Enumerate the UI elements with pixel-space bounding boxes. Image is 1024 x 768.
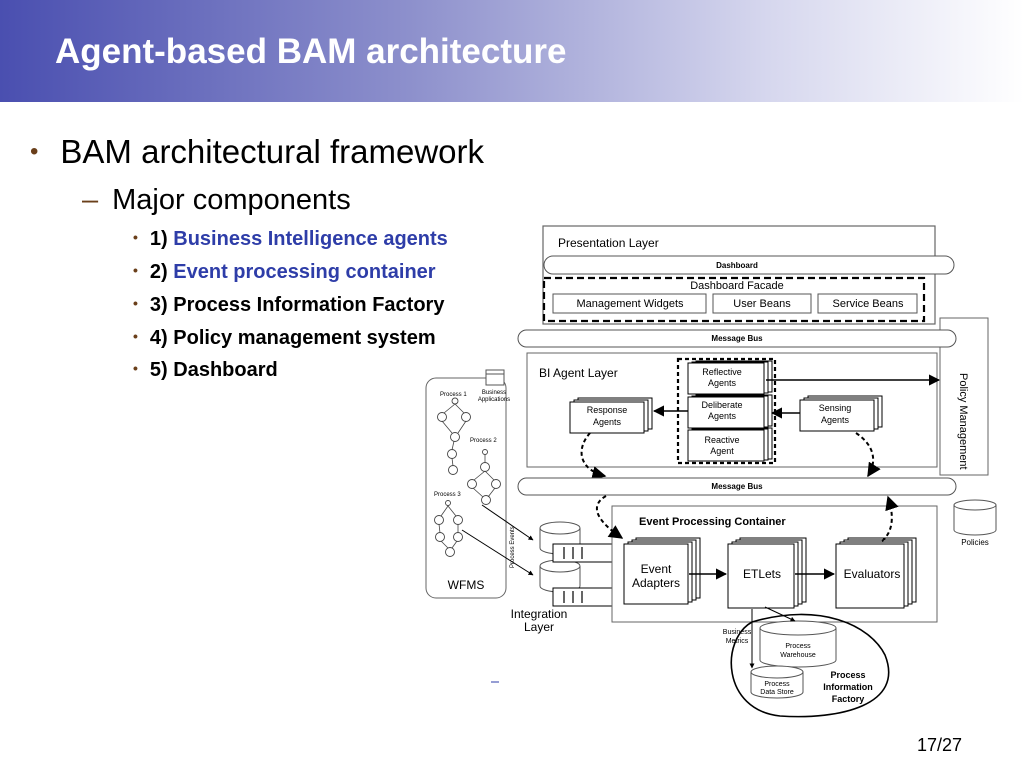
component-label: Business Intelligence agents — [173, 228, 448, 250]
component-item-2: • 2) Event processing container — [133, 261, 436, 284]
dashboard-facade-label: Dashboard Facade — [690, 280, 784, 292]
bullet-dot-icon: • — [30, 138, 39, 165]
bullet-dot-icon: • — [133, 295, 138, 311]
integration-layer-label-1: Integration — [511, 607, 568, 621]
bullet-dot-icon: • — [133, 328, 138, 344]
deliberate-agents-label-2: Agents — [708, 411, 737, 421]
reflective-agents-label-1: Reflective — [702, 367, 742, 377]
pif-label-1: Process — [830, 670, 865, 680]
bullet-dot-icon: • — [133, 262, 138, 278]
etlets-box: ETLets — [727, 537, 807, 609]
business-applications-label-1: Business — [482, 390, 506, 396]
response-agents-label-2: Agents — [593, 417, 622, 427]
page-number: 17/27 — [917, 735, 963, 755]
process-warehouse-label-1: Process — [785, 643, 811, 650]
bullet-dot-icon: • — [133, 360, 138, 376]
bullet-dash-icon: – — [82, 184, 99, 216]
presentation-layer-label: Presentation Layer — [558, 236, 659, 250]
reflective-agents-box: Reflective Agents — [687, 360, 773, 395]
deliberate-agents-box: Deliberate Agents — [687, 394, 773, 429]
business-applications-label-2: Applications — [478, 397, 510, 403]
sensing-agents-label-2: Agents — [821, 415, 850, 425]
component-item-1: • 1) Business Intelligence agents — [133, 228, 448, 251]
bullet-level2: –Major components — [82, 184, 351, 217]
presentation-layer: Presentation Layer Dashboard Dashboard F… — [542, 225, 955, 325]
component-number: 1) — [149, 228, 168, 250]
process-warehouse-label-2: Warehouse — [780, 652, 816, 659]
bullet-dot-icon: • — [133, 229, 138, 245]
process-3-label: Process 3 — [434, 492, 461, 498]
component-item-4: • 4) Policy management system — [133, 327, 436, 350]
event-adapters-label-1: Event — [641, 562, 672, 576]
sensing-agents-box: Sensing Agents — [799, 395, 883, 432]
process-events-label: Process Events — [510, 526, 516, 568]
pif-label-3: Factory — [832, 694, 865, 704]
business-metrics-label-2: Metrics — [726, 638, 749, 645]
event-adapters-label-2: Adapters — [632, 576, 680, 590]
message-bus-top-label: Message Bus — [711, 334, 763, 343]
response-agents-label-1: Response — [587, 405, 628, 415]
bullet-level1-text: BAM architectural framework — [60, 133, 485, 170]
policies-label: Policies — [961, 538, 989, 547]
component-label: Policy management system — [173, 327, 436, 349]
business-metrics-label-1: Business — [723, 629, 752, 636]
message-bus-top: Message Bus — [517, 329, 957, 348]
user-beans-label: User Beans — [733, 298, 791, 310]
event-processing-container: Event Processing Container Event Adapter… — [596, 495, 938, 623]
title-bar — [0, 0, 1024, 102]
process-data-store-label-2: Data Store — [760, 689, 794, 696]
reflective-agents-label-2: Agents — [708, 378, 737, 388]
component-label: Dashboard — [173, 359, 278, 381]
component-number: 5) — [149, 359, 168, 381]
integration-layer-label-2: Layer — [524, 620, 554, 634]
deliberate-agents-label-1: Deliberate — [701, 400, 742, 410]
process-1-label: Process 1 — [440, 392, 467, 398]
message-bus-bottom: Message Bus — [517, 477, 957, 496]
wfms-panel: Process 1 Business Applications — [425, 369, 534, 599]
management-widgets-label: Management Widgets — [577, 298, 684, 310]
component-number: 3) — [149, 294, 168, 316]
policy-management-label: Policy Management — [957, 373, 969, 470]
component-item-5: • 5) Dashboard — [133, 359, 278, 382]
wfms-label: WFMS — [448, 578, 485, 592]
component-number: 2) — [149, 261, 168, 283]
process-information-factory: Process Warehouse Process Data Store Bus… — [491, 606, 890, 718]
bullet-level2-text: Major components — [112, 184, 351, 216]
event-processing-container-label: Event Processing Container — [639, 516, 786, 528]
bullet-level1: • BAM architectural framework — [30, 133, 484, 171]
evaluators-label: Evaluators — [844, 567, 901, 581]
component-item-3: • 3) Process Information Factory — [133, 294, 444, 317]
process-data-store-label-1: Process — [764, 681, 790, 688]
slide-title: Agent-based BAM architecture — [55, 32, 567, 71]
evaluators-box: Evaluators — [835, 537, 917, 609]
policy-management: Policy Management Policies — [939, 317, 997, 547]
reactive-agent-label-2: Agent — [710, 446, 734, 456]
bi-agent-layer-label: BI Agent Layer — [539, 366, 618, 380]
component-label: Event processing container — [173, 261, 436, 283]
reactive-agent-box: Reactive Agent — [687, 427, 773, 462]
pif-label-2: Information — [823, 682, 873, 692]
dashboard-bar-label: Dashboard — [716, 261, 758, 270]
event-adapters-box: Event Adapters — [623, 537, 701, 605]
component-label: Process Information Factory — [173, 294, 445, 316]
reactive-agent-label-1: Reactive — [704, 435, 739, 445]
sensing-agents-label-1: Sensing — [819, 403, 852, 413]
message-bus-bottom-label: Message Bus — [711, 482, 763, 491]
component-number: 4) — [149, 327, 168, 349]
bi-agent-layer: BI Agent Layer Reflective Agents Deliber… — [526, 352, 941, 480]
etlets-label: ETLets — [743, 567, 781, 581]
service-beans-label: Service Beans — [833, 298, 904, 310]
process-2-label: Process 2 — [470, 438, 497, 444]
response-agents-box: Response Agents — [569, 397, 653, 434]
